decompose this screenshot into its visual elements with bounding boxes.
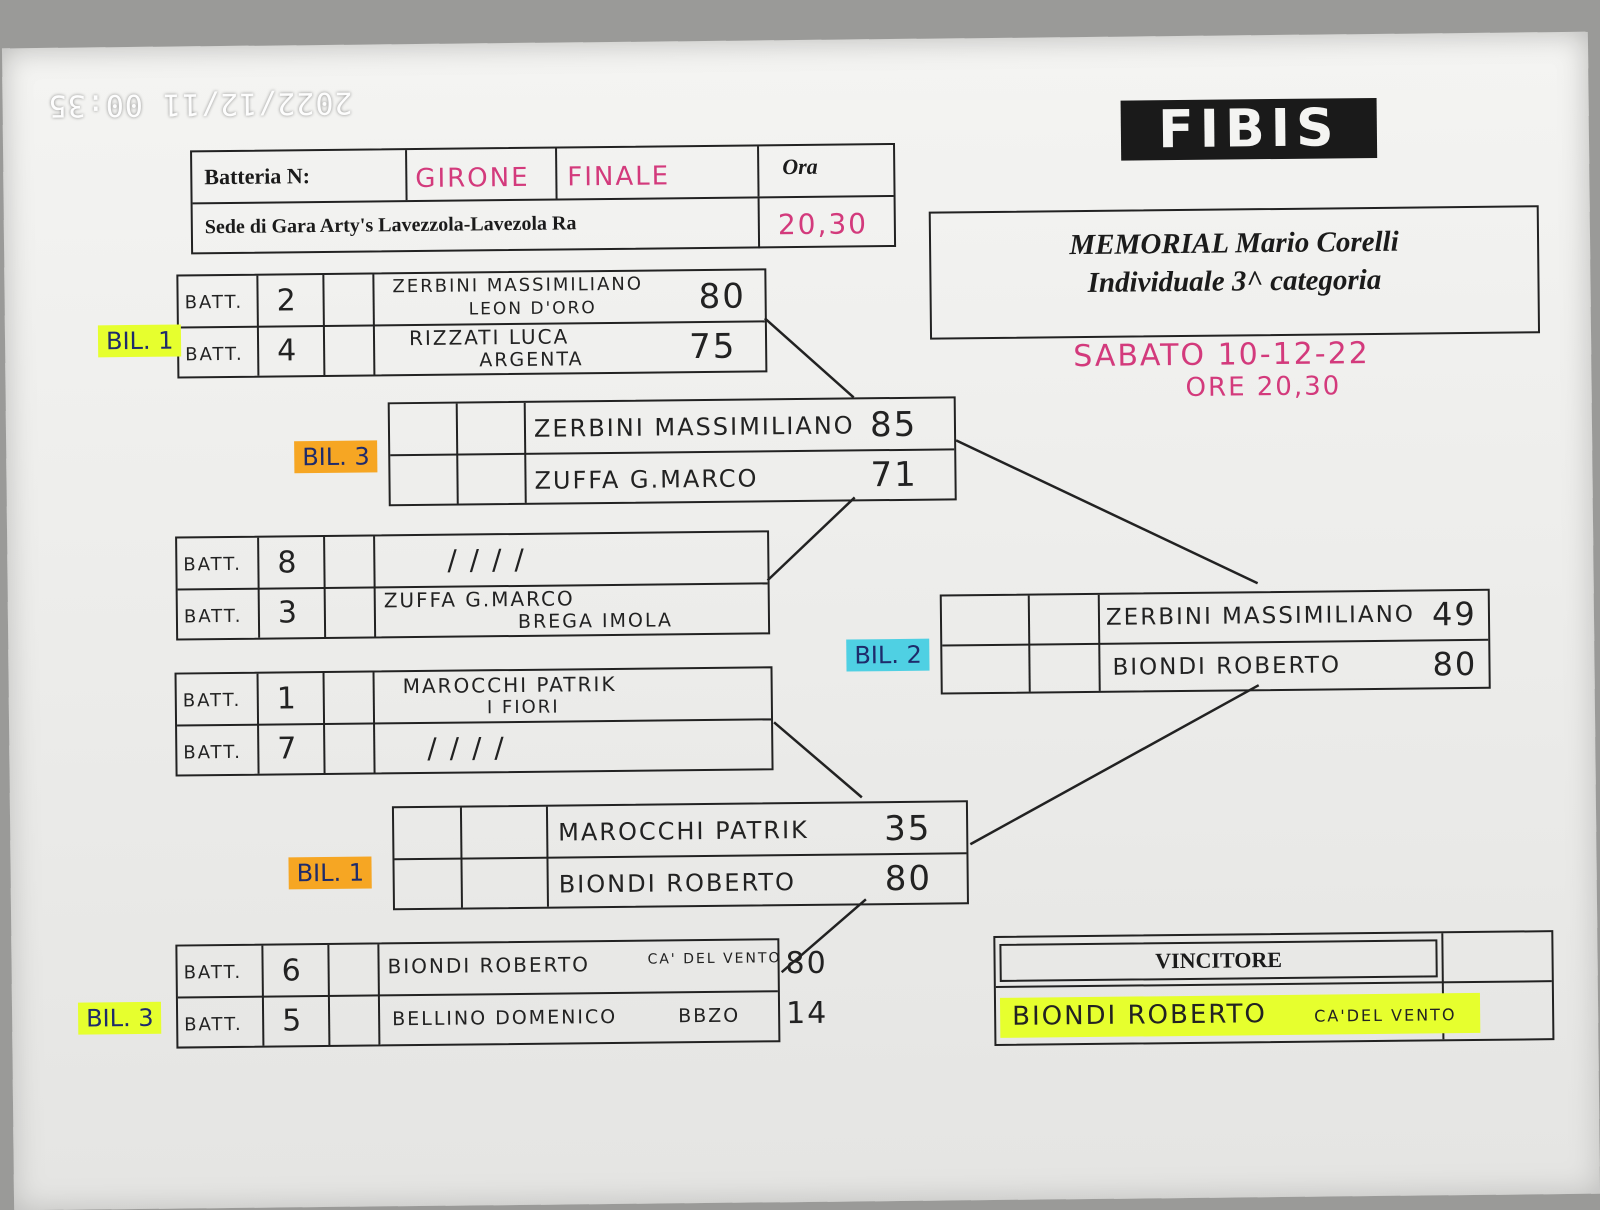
batt-label: BATT. [185,343,244,366]
line-semi2-final [969,684,1260,846]
player-name: MAROCCHI PATRIK [558,815,809,847]
line-r1d-semi2 [780,898,867,974]
player-score: 49 [1431,594,1477,634]
line-semi1-final [955,439,1259,585]
match-r1-3: BATT. 1 MAROCCHI PATRIK I FIORI BATT. 7 … [174,666,774,777]
bil-tag: BIL. 1 [288,856,373,890]
player-score: 71 [870,454,918,496]
batt-number: 7 [277,731,299,767]
player-name: ZUFFA G.MARCO [534,464,759,495]
batt-label: BATT. [183,961,243,984]
bracket-lines [763,317,1260,974]
batt-number: 6 [281,953,303,989]
player-name: RIZZATI LUCA [408,324,570,351]
player-name: ZERBINI MASSIMILIANO [533,411,855,443]
bil-tag: BIL. 2 [846,638,930,672]
player-name: ZERBINI MASSIMILIANO [1105,601,1416,631]
player-score: 35 [883,808,932,850]
match-r1-1: BATT. 2 ZERBINI MASSIMILIANO LEON D'ORO … [176,268,768,379]
player-score: 80 [698,276,747,318]
batt-label: BATT. [184,291,244,314]
player-club: I FIORI [486,696,560,719]
winner-label-cell: VINCITORE [999,939,1438,982]
batt-number: 4 [276,333,299,369]
batt-number: 5 [281,1003,304,1039]
batt-label: BATT. [183,605,243,628]
winner-label: VINCITORE [1155,946,1283,974]
player-score: 85 [869,404,918,446]
player-score: 80 [785,945,828,982]
match-r1-4: BATT. 6 BIONDI ROBERTO CA' DEL VENTO 80 … [175,938,828,1049]
player-score: 80 [1432,644,1478,684]
player-score: 80 [884,858,933,900]
player-name: BIONDI ROBERTO [1112,652,1342,681]
player-name: ZERBINI MASSIMILIANO [392,273,644,298]
match-semi-2: MAROCCHI PATRIK 35 BIONDI ROBERTO 80 [391,800,969,911]
player-name: / / / / [447,542,526,577]
player-name: BELLINO DOMENICO [392,1005,618,1031]
player-name: MAROCCHI PATRIK [402,671,617,699]
player-score: 75 [688,326,737,368]
batt-number: 8 [277,545,299,581]
player-club: LEON D'ORO [468,298,597,320]
match-semi-1: ZERBINI MASSIMILIANO 85 ZUFFA G.MARCO 71 [387,396,957,507]
winner-name: BIONDI ROBERTO [1011,999,1267,1032]
player-club: ARGENTA [479,348,584,372]
player-name: ZUFFA G.MARCO [383,586,575,613]
line-r1a-semi1 [763,317,855,399]
score-sheet: 2022/12/11 00:35 FIBIS Batteria N: GIRON… [1,31,1600,1210]
bil-tag: BIL. 3 [77,1001,162,1035]
winner-box: VINCITORE BIONDI ROBERTO CA'DEL VENTO [993,930,1555,1046]
batt-label: BATT. [184,1013,243,1036]
player-score: 14 [785,995,829,1032]
bil-tag: BIL. 3 [294,440,378,474]
batt-label: BATT. [182,689,242,712]
player-name: BIONDI ROBERTO [387,952,591,979]
batt-number: 2 [276,283,298,319]
player-name: / / / / [427,731,506,765]
match-final: ZERBINI MASSIMILIANO 49 BIONDI ROBERTO 8… [939,588,1491,695]
batt-label: BATT. [183,553,243,576]
player-name: BIONDI ROBERTO [558,868,797,899]
line-r1c-semi2 [773,721,863,799]
batt-number: 3 [277,595,300,631]
player-club: CA' DEL VENTO [647,950,782,968]
player-club: BBZO [678,1004,741,1028]
winner-club: CA'DEL VENTO [1314,1005,1457,1026]
batt-label: BATT. [183,741,242,764]
player-club: BREGA IMOLA [517,609,674,633]
bil-tag: BIL. 1 [97,324,182,358]
line-r1b-semi1 [766,496,856,582]
match-r1-2: BATT. 8 / / / / BATT. 3 ZUFFA G.MARCO BR… [175,530,771,641]
batt-number: 1 [276,681,299,717]
